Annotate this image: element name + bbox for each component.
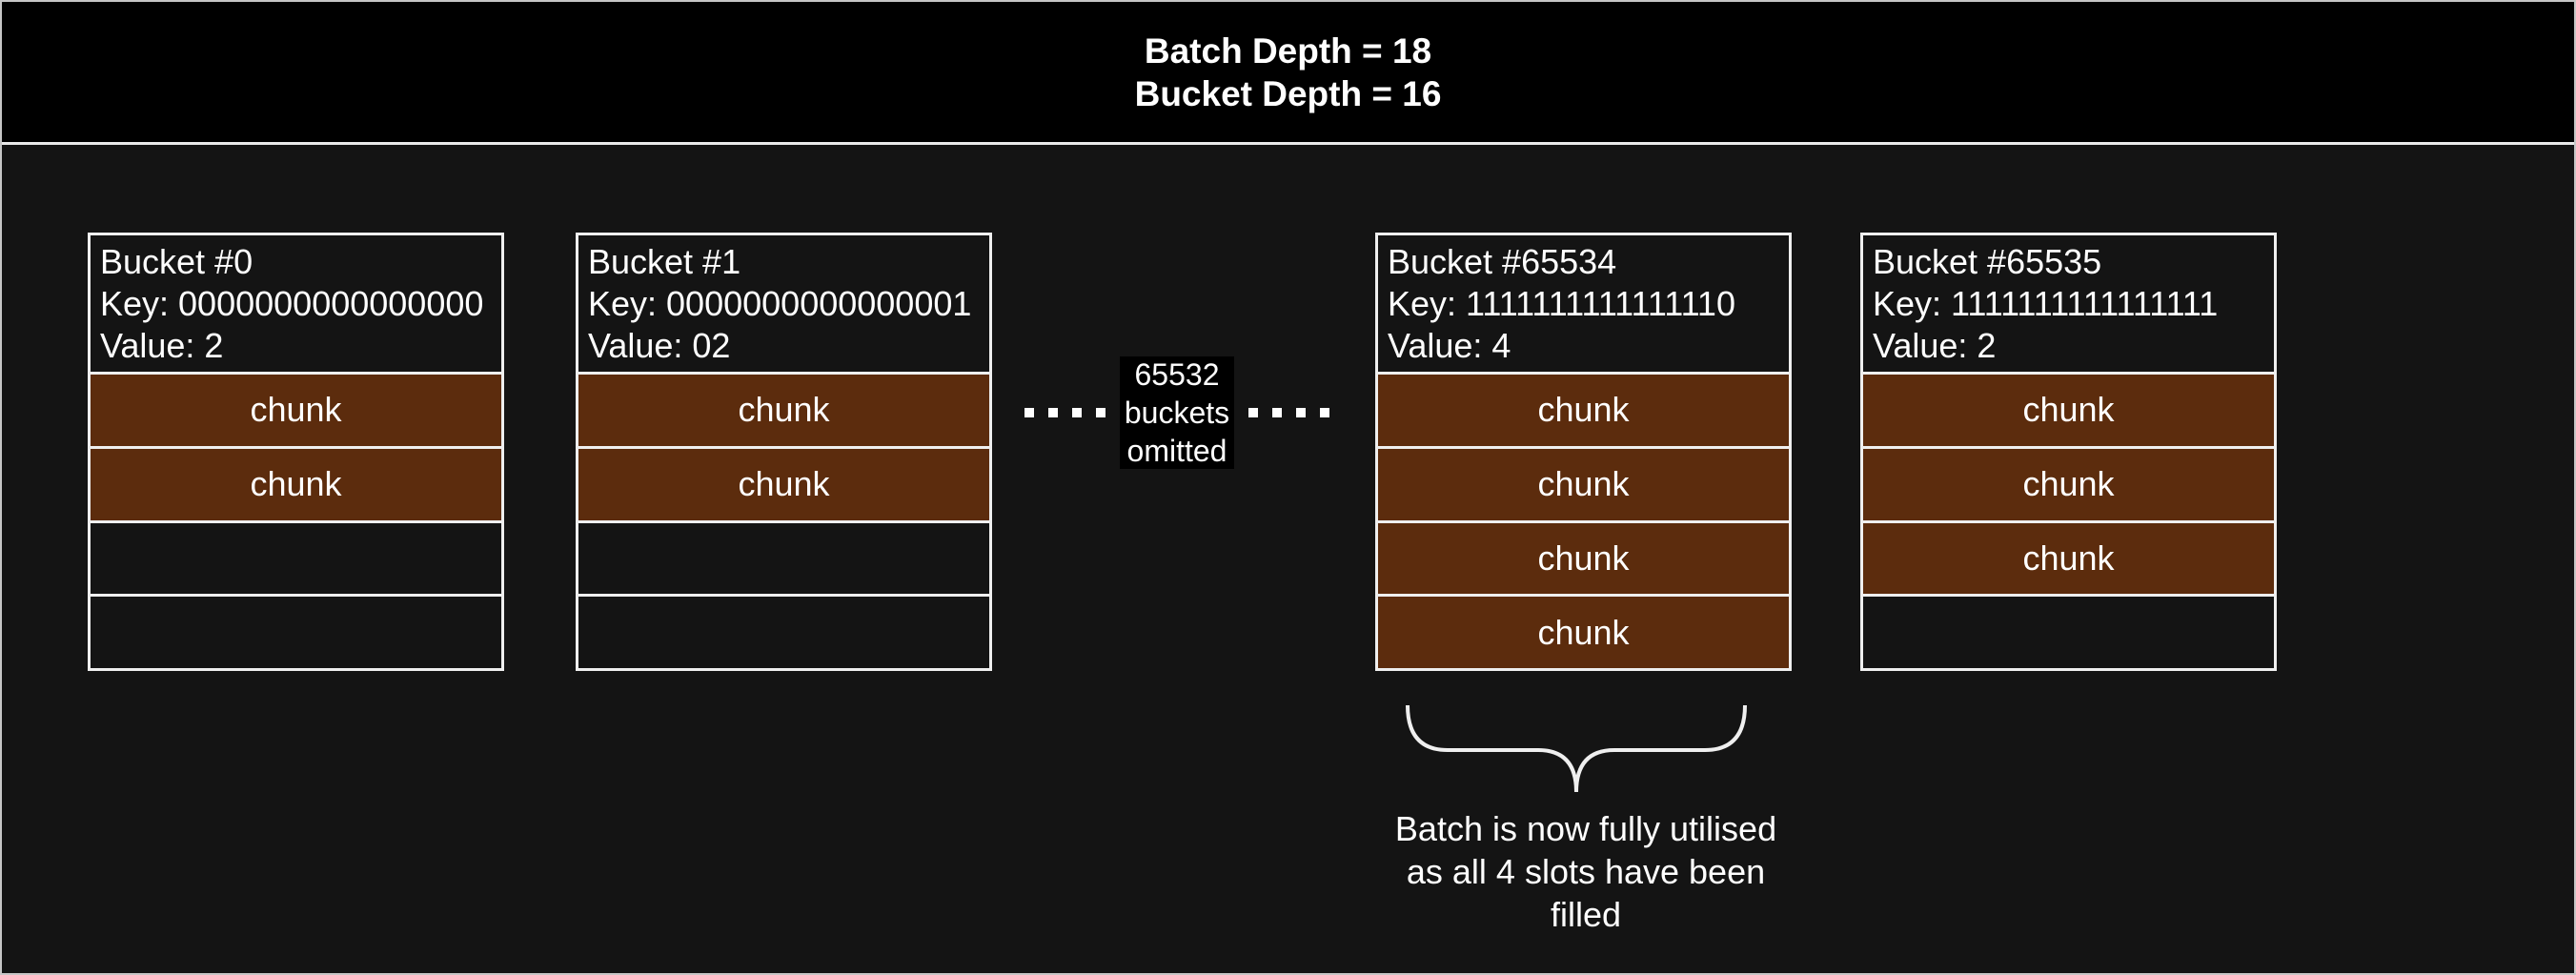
omission-dots-right bbox=[1248, 408, 1329, 417]
bucket-value: Value: 4 bbox=[1388, 326, 1511, 365]
dot-icon bbox=[1096, 408, 1105, 417]
bucket-title: Bucket #65534 bbox=[1388, 242, 1617, 281]
dot-icon bbox=[1296, 408, 1306, 417]
chunk-slot: chunk bbox=[91, 375, 501, 449]
omitted-label-line: omitted bbox=[1126, 434, 1227, 468]
chunk-label: chunk bbox=[2022, 390, 2115, 430]
banner-line-bucket-depth: Bucket Depth = 16 bbox=[1134, 73, 1442, 113]
bucket-key: Key: 1111111111111111 bbox=[1873, 284, 2219, 323]
dot-icon bbox=[1320, 408, 1329, 417]
caption-line: filled bbox=[1550, 895, 1622, 934]
curly-brace-icon bbox=[1406, 704, 1747, 793]
chunk-label: chunk bbox=[1537, 538, 1630, 578]
bucket-value: Value: 2 bbox=[1873, 326, 1997, 365]
chunk-slot: chunk bbox=[1378, 448, 1789, 523]
bucket-title: Bucket #1 bbox=[588, 242, 741, 281]
empty-slot bbox=[91, 597, 501, 668]
chunk-label: chunk bbox=[1537, 612, 1630, 652]
chunk-slot: chunk bbox=[1378, 375, 1789, 449]
bucket-title: Bucket #65535 bbox=[1873, 242, 2102, 281]
bucket-key: Key: 0000000000000000 bbox=[100, 284, 484, 323]
caption-line: as all 4 slots have been bbox=[1406, 852, 1766, 891]
dot-icon bbox=[1048, 408, 1058, 417]
bucket-key: Key: 1111111111111110 bbox=[1388, 284, 1735, 323]
chunk-slot: chunk bbox=[1378, 597, 1789, 668]
chunk-slot: chunk bbox=[1378, 522, 1789, 598]
bucket-title: Bucket #0 bbox=[100, 242, 254, 281]
omitted-label-line: 65532 bbox=[1134, 357, 1220, 392]
title-banner: Batch Depth = 18 Bucket Depth = 16 bbox=[2, 2, 2574, 145]
dot-icon bbox=[1272, 408, 1282, 417]
chunk-label: chunk bbox=[2022, 464, 2115, 504]
omitted-buckets-label: 65532 buckets omitted bbox=[1120, 356, 1234, 469]
omission-dots-left bbox=[1024, 408, 1105, 417]
dot-icon bbox=[1072, 408, 1082, 417]
chunk-slot: chunk bbox=[578, 375, 989, 449]
empty-slot bbox=[1863, 597, 2274, 668]
omitted-buckets-separator: 65532 buckets omitted bbox=[1024, 356, 1329, 469]
dot-icon bbox=[1024, 408, 1034, 417]
empty-slot bbox=[578, 597, 989, 668]
chunk-label: chunk bbox=[1537, 464, 1630, 504]
chunk-label: chunk bbox=[1537, 390, 1630, 430]
empty-slot bbox=[578, 523, 989, 598]
banner-line-batch-depth: Batch Depth = 18 bbox=[1144, 30, 1432, 71]
empty-slot bbox=[91, 523, 501, 598]
chunk-slot: chunk bbox=[91, 448, 501, 523]
chunk-slot: chunk bbox=[578, 448, 989, 523]
chunk-slot: chunk bbox=[1863, 522, 2274, 598]
chunk-slot: chunk bbox=[1863, 448, 2274, 523]
dot-icon bbox=[1248, 408, 1258, 417]
caption-line: Batch is now fully utilised bbox=[1394, 809, 1777, 848]
bucket-value: Value: 2 bbox=[100, 326, 224, 365]
bucket-key: Key: 0000000000000001 bbox=[588, 284, 972, 323]
chunk-label: chunk bbox=[2022, 538, 2115, 578]
bucket-value: Value: 02 bbox=[588, 326, 731, 365]
chunk-slot: chunk bbox=[1863, 375, 2274, 449]
chunk-label: chunk bbox=[738, 390, 830, 430]
batch-full-caption: Batch is now fully utilised as all 4 slo… bbox=[1376, 807, 1795, 936]
omitted-label-line: buckets bbox=[1124, 396, 1230, 430]
chunk-label: chunk bbox=[250, 390, 342, 430]
chunk-label: chunk bbox=[738, 464, 830, 504]
chunk-label: chunk bbox=[250, 464, 342, 504]
